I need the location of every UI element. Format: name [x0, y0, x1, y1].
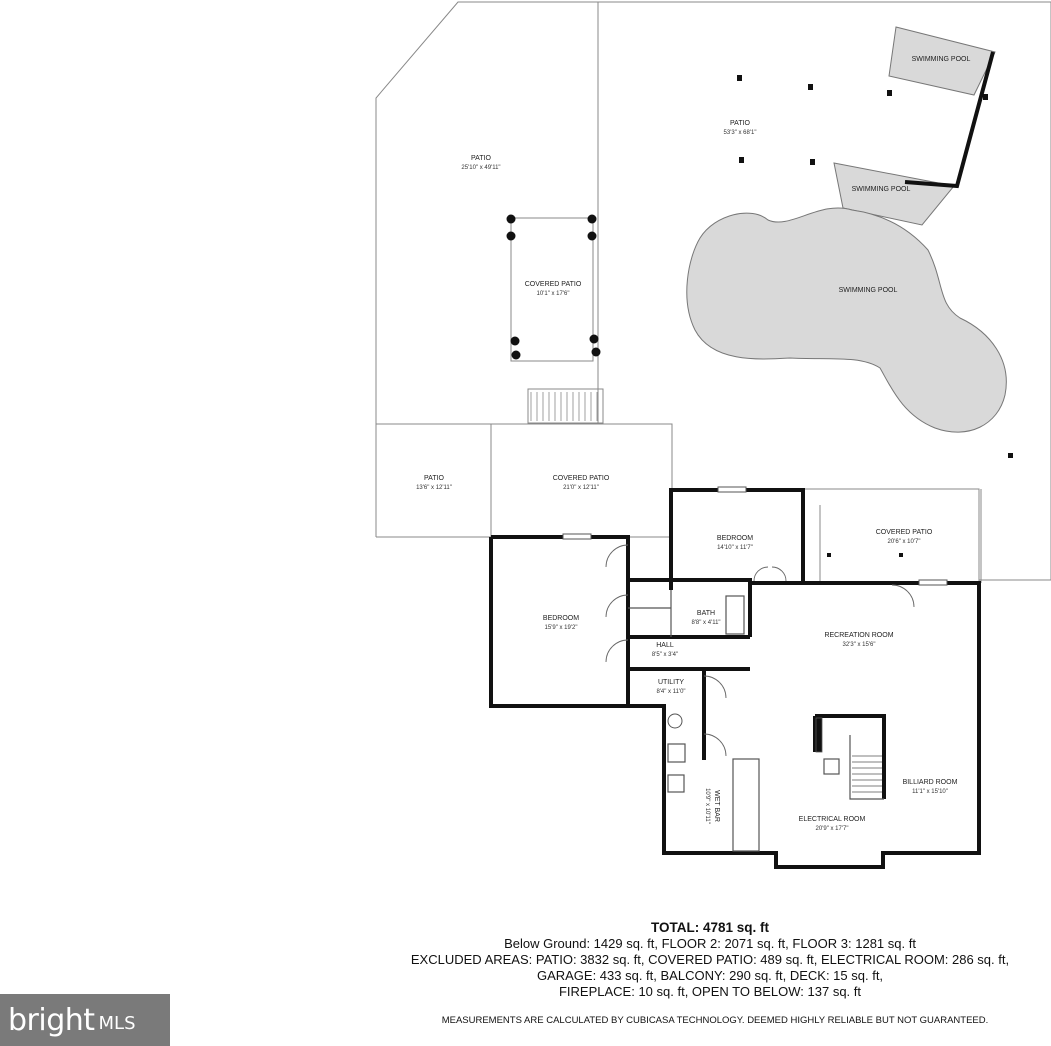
room-name: RECREATION ROOM — [824, 632, 893, 639]
room-name: PATIO — [730, 120, 751, 127]
room-name: PATIO — [471, 155, 492, 162]
patio-posts — [506, 75, 1013, 557]
room-dim: 53'3" x 68'1" — [724, 130, 757, 136]
water-heater-icon — [667, 713, 683, 729]
disclaimer: MEASUREMENTS ARE CALCULATED BY CUBICASA … — [441, 1015, 989, 1026]
room-name: WET BAR — [713, 790, 720, 822]
room-name: BILLIARD ROOM — [903, 779, 958, 786]
room-name: COVERED PATIO — [553, 475, 610, 482]
room-dim: 21'0" x 12'11" — [563, 485, 599, 491]
room-name: PATIO — [424, 475, 445, 482]
room-dim: 20'9" x 17'7" — [816, 826, 849, 832]
room-dim: 8'8" x 4'11" — [691, 620, 720, 626]
room-dim: 25'10" x 49'11" — [461, 165, 500, 171]
swimming-pools — [686, 26, 1007, 433]
room-dim: 8'4" x 11'0" — [656, 689, 685, 695]
summary-line: FIREPLACE: 10 sq. ft, OPEN TO BELOW: 137… — [558, 984, 861, 999]
room-dim: 32'3" x 15'6" — [843, 642, 876, 648]
room-name: ELECTRICAL ROOM — [799, 816, 866, 823]
room-name: BEDROOM — [543, 615, 579, 622]
room-dim: 11'1" x 15'10" — [912, 789, 948, 795]
room-labels: PATIO 25'10" x 49'11" PATIO 53'3" x 68'1… — [416, 56, 970, 832]
room-dim: 14'10" x 11'7" — [717, 545, 753, 551]
total-area: TOTAL: 4781 sq. ft — [650, 920, 770, 935]
summary-line: GARAGE: 433 sq. ft, BALCONY: 290 sq. ft,… — [536, 968, 884, 983]
room-dim: 10'1" x 17'6" — [537, 291, 570, 297]
room-name: SWIMMING POOL — [852, 186, 911, 193]
room-name: HALL — [656, 642, 674, 649]
room-name: SWIMMING POOL — [912, 56, 971, 63]
room-name: UTILITY — [658, 679, 684, 686]
logo-brand: bright — [8, 1002, 95, 1038]
door-swings — [605, 544, 915, 757]
area-summary: TOTAL: 4781 sq. ft Below Ground: 1429 sq… — [360, 920, 1051, 1000]
logo-suffix: MLS — [98, 1012, 136, 1034]
summary-line: EXCLUDED AREAS: PATIO: 3832 sq. ft, COVE… — [410, 952, 1010, 967]
room-dim: 20'6" x 10'7" — [888, 539, 921, 545]
outdoor-outlines — [375, 1, 1051, 583]
room-dim: 10'9" x 10'11" — [704, 788, 710, 824]
room-name: COVERED PATIO — [525, 281, 582, 288]
interior-walls — [628, 590, 884, 852]
room-name: COVERED PATIO — [876, 529, 933, 536]
room-name: BATH — [697, 610, 715, 617]
room-dim: 15'9" x 19'2" — [545, 625, 578, 631]
interior-stairs — [815, 717, 882, 793]
stair-treads — [530, 392, 598, 421]
room-dim: 8'5" x 3'4" — [652, 652, 678, 658]
summary-line: Below Ground: 1429 sq. ft, FLOOR 2: 2071… — [504, 936, 916, 951]
room-dim: 13'6" x 12'11" — [416, 485, 452, 491]
room-name: BEDROOM — [717, 535, 753, 542]
bright-mls-logo: bright MLS — [0, 994, 170, 1046]
floor-plan: PATIO 25'10" x 49'11" PATIO 53'3" x 68'1… — [375, 1, 1051, 869]
windows — [562, 486, 948, 586]
room-name: SWIMMING POOL — [839, 287, 898, 294]
heavy-walls — [489, 51, 995, 869]
